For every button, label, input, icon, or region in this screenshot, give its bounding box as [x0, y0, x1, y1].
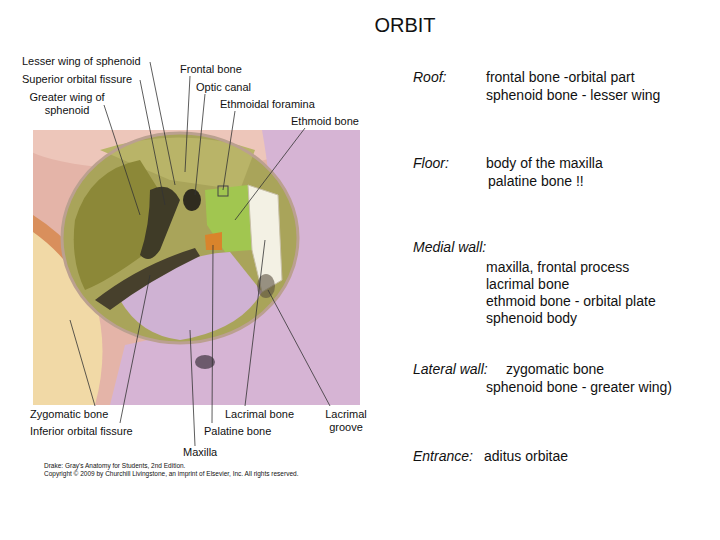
leader-line	[70, 320, 95, 406]
leader-line	[245, 240, 265, 406]
frontal-bone-face	[33, 130, 360, 405]
bone-list-item: palatine bone !!	[488, 173, 584, 189]
anatomy-label: Zygomatic bone	[30, 408, 108, 421]
leader-line	[120, 275, 150, 423]
bone-list-item: body of the maxilla	[486, 155, 603, 171]
bone-list-item: aditus orbitae	[484, 448, 568, 464]
credit-note: Drake: Gray's Anatomy for Students, 2nd …	[44, 462, 185, 469]
bone-list-item: maxilla, frontal process	[486, 259, 629, 275]
orbital-cavity	[62, 133, 298, 343]
leader-line	[104, 105, 140, 215]
bone-list-item: ethmoid bone - orbital plate	[486, 293, 656, 309]
superior-orbital-fissure	[140, 187, 180, 259]
wall-heading: Medial wall:	[413, 239, 486, 255]
anatomy-label: Lacrimal groove	[318, 408, 374, 433]
leader-line	[195, 94, 205, 195]
bone-list-item: sphenoid bone - lesser wing	[486, 87, 660, 103]
anatomy-label: Ethmoid bone	[291, 115, 359, 128]
palatine-region	[205, 232, 222, 250]
inferior-orbital-fissure	[95, 248, 200, 310]
credit-note: Copyright © 2009 by Churchill Livingston…	[44, 470, 298, 477]
anatomy-label: Greater wing of sphenoid	[26, 91, 108, 116]
leader-line	[140, 80, 165, 205]
orbital-rim	[62, 133, 298, 343]
anatomy-label: Palatine bone	[204, 425, 271, 438]
anatomy-label: Lacrimal bone	[225, 408, 294, 421]
anatomy-label: Superior orbital fissure	[22, 73, 132, 86]
bone-list-item: lacrimal bone	[486, 276, 569, 292]
leader-line	[185, 76, 190, 172]
anatomy-label: Maxilla	[183, 446, 217, 459]
diagram-title: ORBIT	[305, 14, 505, 37]
anatomy-label: Frontal bone	[180, 63, 242, 76]
bone-list-item: sphenoid bone - greater wing)	[486, 379, 672, 395]
bone-list-item: zygomatic bone	[506, 361, 604, 377]
wall-heading: Floor:	[413, 155, 449, 171]
optic-canal	[183, 189, 201, 211]
anatomy-label: Lesser wing of sphenoid	[22, 55, 141, 68]
anatomy-label: Inferior orbital fissure	[30, 425, 133, 438]
leader-line	[150, 62, 175, 185]
leader-line	[212, 245, 213, 423]
leader-line	[223, 111, 235, 190]
bone-list-item: frontal bone -orbital part	[486, 69, 635, 85]
leader-line	[190, 330, 195, 446]
leader-line	[268, 290, 330, 406]
wall-heading: Entrance:	[413, 448, 473, 464]
bone-list-item: sphenoid body	[486, 310, 577, 326]
ethmoid-region	[205, 185, 252, 252]
anatomy-label: Ethmoidal foramina	[220, 98, 315, 111]
anatomy-label: Optic canal	[196, 81, 251, 94]
leader-line	[235, 128, 305, 220]
wall-heading: Roof:	[413, 69, 446, 85]
wall-heading: Lateral wall:	[413, 361, 488, 377]
